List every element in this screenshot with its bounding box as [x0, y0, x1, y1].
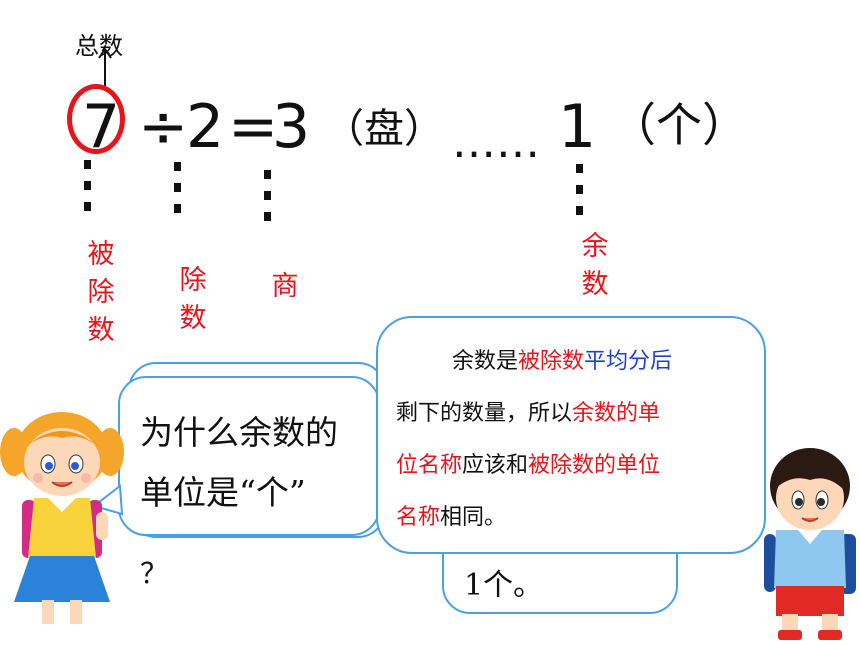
divisor-dotted-line	[174, 162, 181, 225]
remainder-unit: （个）	[610, 98, 748, 152]
question-bubble: 为什么余数的 单位是“个”	[118, 376, 380, 536]
equals-sign: =	[228, 92, 279, 162]
remainder-label: 余数	[581, 231, 609, 300]
answer-line-4: 名称相同。	[396, 505, 507, 530]
answer-line-3: 位名称应该和被除数的单位	[396, 453, 661, 478]
divisor: 2	[186, 92, 225, 162]
question-line-2: 单位是“个”	[140, 473, 306, 512]
remainder-dotted-line	[576, 164, 583, 227]
answer-back-text: 1个。	[464, 568, 544, 603]
divisor-label: 除数	[179, 265, 207, 334]
boy-character-icon	[764, 448, 856, 640]
quotient-label: 商	[271, 271, 299, 302]
answer-line-1: 余数是被除数平均分后	[452, 349, 673, 374]
question-line-3: ？	[140, 557, 169, 590]
quotient-dotted-line	[264, 170, 271, 233]
total-label: 总数	[75, 32, 123, 60]
ellipsis: ……	[452, 117, 540, 168]
remainder: 1	[558, 92, 597, 162]
answer-bubble: 余数是被除数平均分后 剩下的数量，所以余数的单 位名称应该和被除数的单位 名称相…	[376, 316, 766, 554]
up-arrow-icon	[98, 47, 112, 86]
dividend-dotted-line	[84, 160, 91, 223]
quotient-unit: （盘）	[324, 106, 444, 152]
quotient: 3	[272, 92, 311, 162]
question-line-1: 为什么余数的	[140, 413, 338, 452]
dividend-highlight-circle	[67, 84, 125, 154]
girl-character-icon	[0, 412, 124, 624]
division-sign: ÷	[138, 92, 189, 162]
dividend-label: 被除数	[87, 239, 115, 346]
answer-line-2: 剩下的数量，所以余数的单	[396, 401, 661, 426]
